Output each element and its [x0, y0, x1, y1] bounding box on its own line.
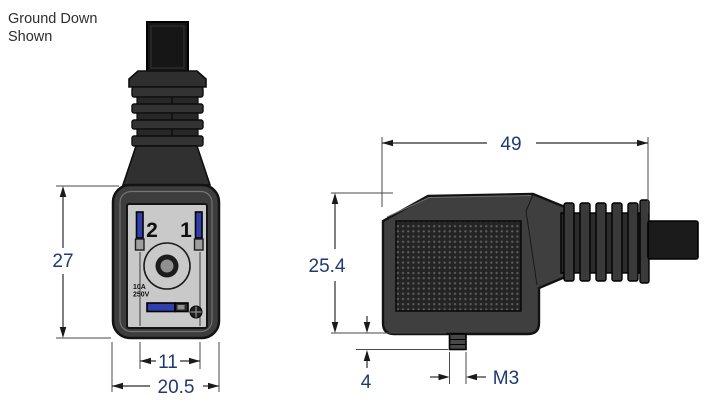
ground-slot	[146, 302, 189, 313]
dim-screw-thread-label: M3	[493, 368, 519, 389]
dimension-width-20-5: 20.5	[111, 342, 220, 398]
note-line-1: Ground Down	[8, 11, 97, 27]
side-body-top-highlight	[386, 195, 532, 218]
side-knurled-pad	[395, 220, 522, 312]
front-strain-relief-flare	[128, 70, 207, 88]
dimension-pin-spacing-11: 11	[139, 342, 201, 373]
front-cable	[146, 21, 189, 73]
side-body-crease	[525, 194, 538, 286]
note-line-2: Shown	[8, 29, 52, 45]
dim-height-label: 27	[52, 251, 73, 272]
center-screw-hole	[143, 242, 191, 290]
dimension-height-25-4: 25.4	[309, 192, 446, 334]
dim-side-height-label: 25.4	[309, 256, 346, 277]
front-neck	[121, 145, 212, 186]
rating-voltage: 250V	[133, 292, 150, 299]
side-cable	[647, 220, 699, 260]
front-strain-relief-ribs	[131, 86, 204, 147]
dim-width-label: 20.5	[158, 377, 195, 398]
dimension-screw-protrusion-4: 4	[356, 316, 448, 393]
front-body-highlight	[119, 190, 213, 333]
dim-screw-protrusion-label: 4	[361, 372, 372, 393]
dimension-height-27: 27	[52, 185, 119, 339]
note-ground-down: Ground Down Shown	[8, 11, 97, 45]
terminal-slot-2	[134, 211, 145, 251]
dimension-length-49: 49	[381, 134, 649, 213]
m3-screw-stub	[448, 333, 467, 351]
side-view	[381, 192, 699, 351]
front-view: 2 1 10A 250V	[111, 21, 221, 340]
terminal-label-2: 2	[146, 219, 158, 242]
front-cable-inner-edge	[150, 25, 185, 69]
dim-pin-spacing-label: 11	[158, 352, 178, 373]
terminal-label-1: 1	[180, 219, 192, 242]
side-strain-relief	[560, 199, 650, 284]
dim-length-label: 49	[500, 134, 521, 155]
terminal-slot-1	[193, 211, 204, 251]
rating-current: 10A	[133, 284, 146, 291]
dimension-screw-thread-m3: M3	[430, 352, 519, 389]
retaining-screw	[189, 305, 203, 319]
